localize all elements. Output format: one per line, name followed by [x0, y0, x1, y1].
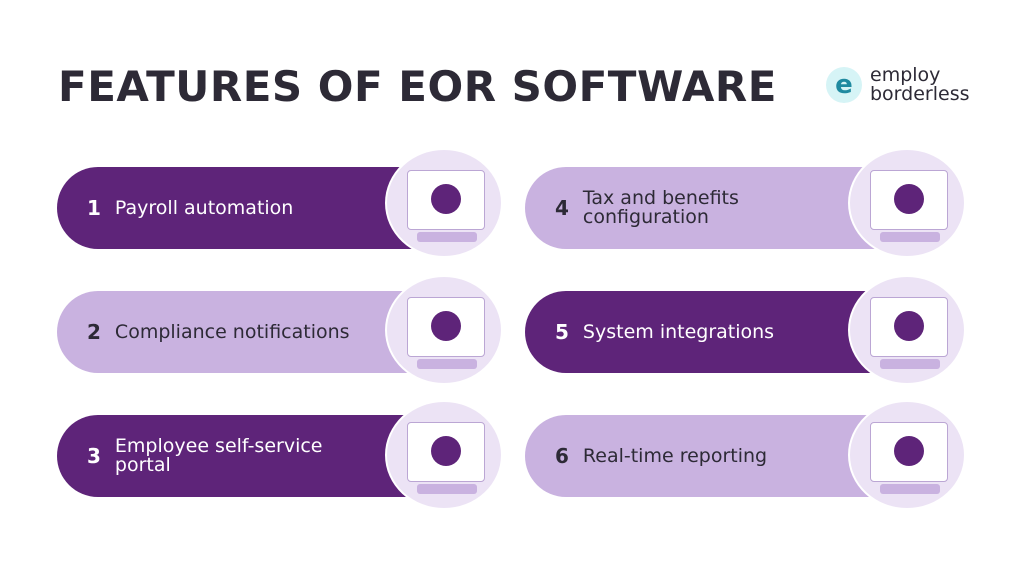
screens-person-illustration-icon — [848, 275, 966, 385]
feature-label: System integrations — [582, 320, 775, 343]
page-title: FEATURES OF EOR SOFTWARE — [58, 62, 777, 111]
logo-mark-icon: e — [826, 67, 862, 103]
feature-label: Employee self-service portal — [114, 435, 323, 476]
feature-label: Tax and benefits configuration — [582, 187, 739, 228]
feature-label: Real-time reporting — [582, 444, 768, 467]
clipboard-chart-illustration-icon — [848, 400, 966, 510]
gears-person-illustration-icon — [385, 400, 503, 510]
robot-illustration-icon — [385, 148, 503, 258]
tax-form-illustration-icon — [848, 148, 966, 258]
feature-label: Payroll automation — [114, 196, 294, 219]
calendar-person-illustration-icon — [385, 275, 503, 385]
feature-label: Compliance notifications — [114, 320, 350, 343]
